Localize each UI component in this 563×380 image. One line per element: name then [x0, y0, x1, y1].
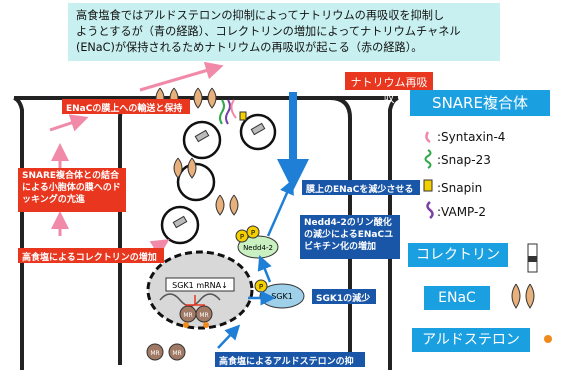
snapin: [239, 111, 247, 121]
enac-channel-vesicle: [173, 157, 197, 179]
vesicle: [176, 162, 216, 202]
mr-label: MR: [199, 312, 208, 319]
aldosterone-dot: [183, 322, 189, 328]
snap23-icon: [424, 149, 432, 169]
legend-collectrin: コレクトリン: [408, 243, 508, 267]
enac-icon: [511, 283, 535, 309]
phosphate-label: P: [240, 233, 244, 241]
nedd4-2-label: Nedd4-2: [243, 244, 273, 252]
cell-diagram: MR MR MR MR SGK1 mRNA↓ SGK1 P Nedd4-2 P …: [13, 61, 552, 370]
sgk1-decrease-label: SGK1の減少: [312, 289, 376, 304]
enac-channel-membrane: [193, 87, 217, 109]
intro-line-1: 高食塩食ではアルドステロンの抑制によってナトリウムの再吸収を抑制し: [76, 9, 445, 22]
mr-label: MR: [172, 350, 181, 357]
legend-syntaxin: :Syntaxin-4: [437, 130, 506, 144]
mr-label: MR: [183, 312, 192, 319]
mr-receptor: [195, 305, 213, 323]
collectrin-in-vesicle: [194, 129, 210, 143]
phosphate-p: [246, 225, 260, 239]
phosphate-label: P: [251, 229, 255, 237]
legend-snapin: :Snapin: [437, 181, 483, 195]
na-reabsorption-label: ナトリウム再吸収: [345, 72, 433, 105]
aldosterone-suppress-label: 高食塩によるアルドステロンの抑制: [215, 352, 365, 380]
collectrin-in-vesicle: [250, 122, 266, 136]
mr-label: MR: [150, 350, 159, 357]
legend-snap23: :Snap-23: [437, 153, 491, 167]
intro-line-3: (ENaC)が保持されるためナトリウムの再吸収が起こる（赤の経路）。: [76, 41, 423, 54]
mr-receptor: [168, 343, 186, 361]
legend-snare-title: SNARE複合体: [410, 90, 550, 116]
vamp2-icon: [426, 201, 434, 219]
aldosterone-dot: [203, 322, 209, 328]
blue-arrow: [257, 255, 272, 283]
intro-line-2: ようとするが（青の経路）、コレクトリンの増加によってナトリウムチャネル: [76, 25, 461, 38]
legend-enac: ENaC: [424, 286, 490, 310]
legend-aldosterone: アルドステロン: [412, 328, 530, 352]
blue-arrow: [217, 324, 241, 349]
snare-complex: [219, 99, 225, 125]
nedd4-ubiquitination-label: Nedd4-2のリン酸化の減少によるENaCユビキチン化の増加: [300, 215, 400, 259]
pink-arrow: [139, 61, 224, 92]
mr-receptor: [146, 343, 164, 361]
phosphate-label: P: [259, 283, 263, 291]
snare-complex: [230, 99, 237, 119]
legend-vamp2: :VAMP-2: [437, 205, 486, 219]
sgk1-mrna-box: [165, 277, 235, 292]
reduce-enac-label: 膜上のENaCを減少させる: [302, 180, 420, 195]
collectrin-in-vesicle: [172, 215, 188, 229]
blue-arrow: [266, 179, 294, 237]
enac-transport-label: ENaCの膜上への輸送と保持: [62, 99, 190, 114]
snare-complex: [225, 99, 231, 125]
syntaxin-icon: [425, 131, 431, 144]
sgk1-label: SGK1: [271, 292, 293, 301]
intro-text: 高食塩食ではアルドステロンの抑制によってナトリウムの再吸収を抑制し ようとするが…: [68, 3, 500, 61]
snare-docking-label: SNARE複合体との結合による小胞体の膜へのドッキングの亢進: [18, 168, 126, 212]
snapin-icon: [423, 179, 433, 192]
enac-channel-vesicle-2: [215, 194, 239, 216]
aldosterone-icon: [544, 335, 552, 343]
sgk1-mrna-label: SGK1 mRNA↓: [172, 281, 228, 290]
collectrin-increase-label: 高食塩によるコレクトリンの増加: [18, 248, 164, 263]
pink-arrow: [49, 114, 89, 132]
